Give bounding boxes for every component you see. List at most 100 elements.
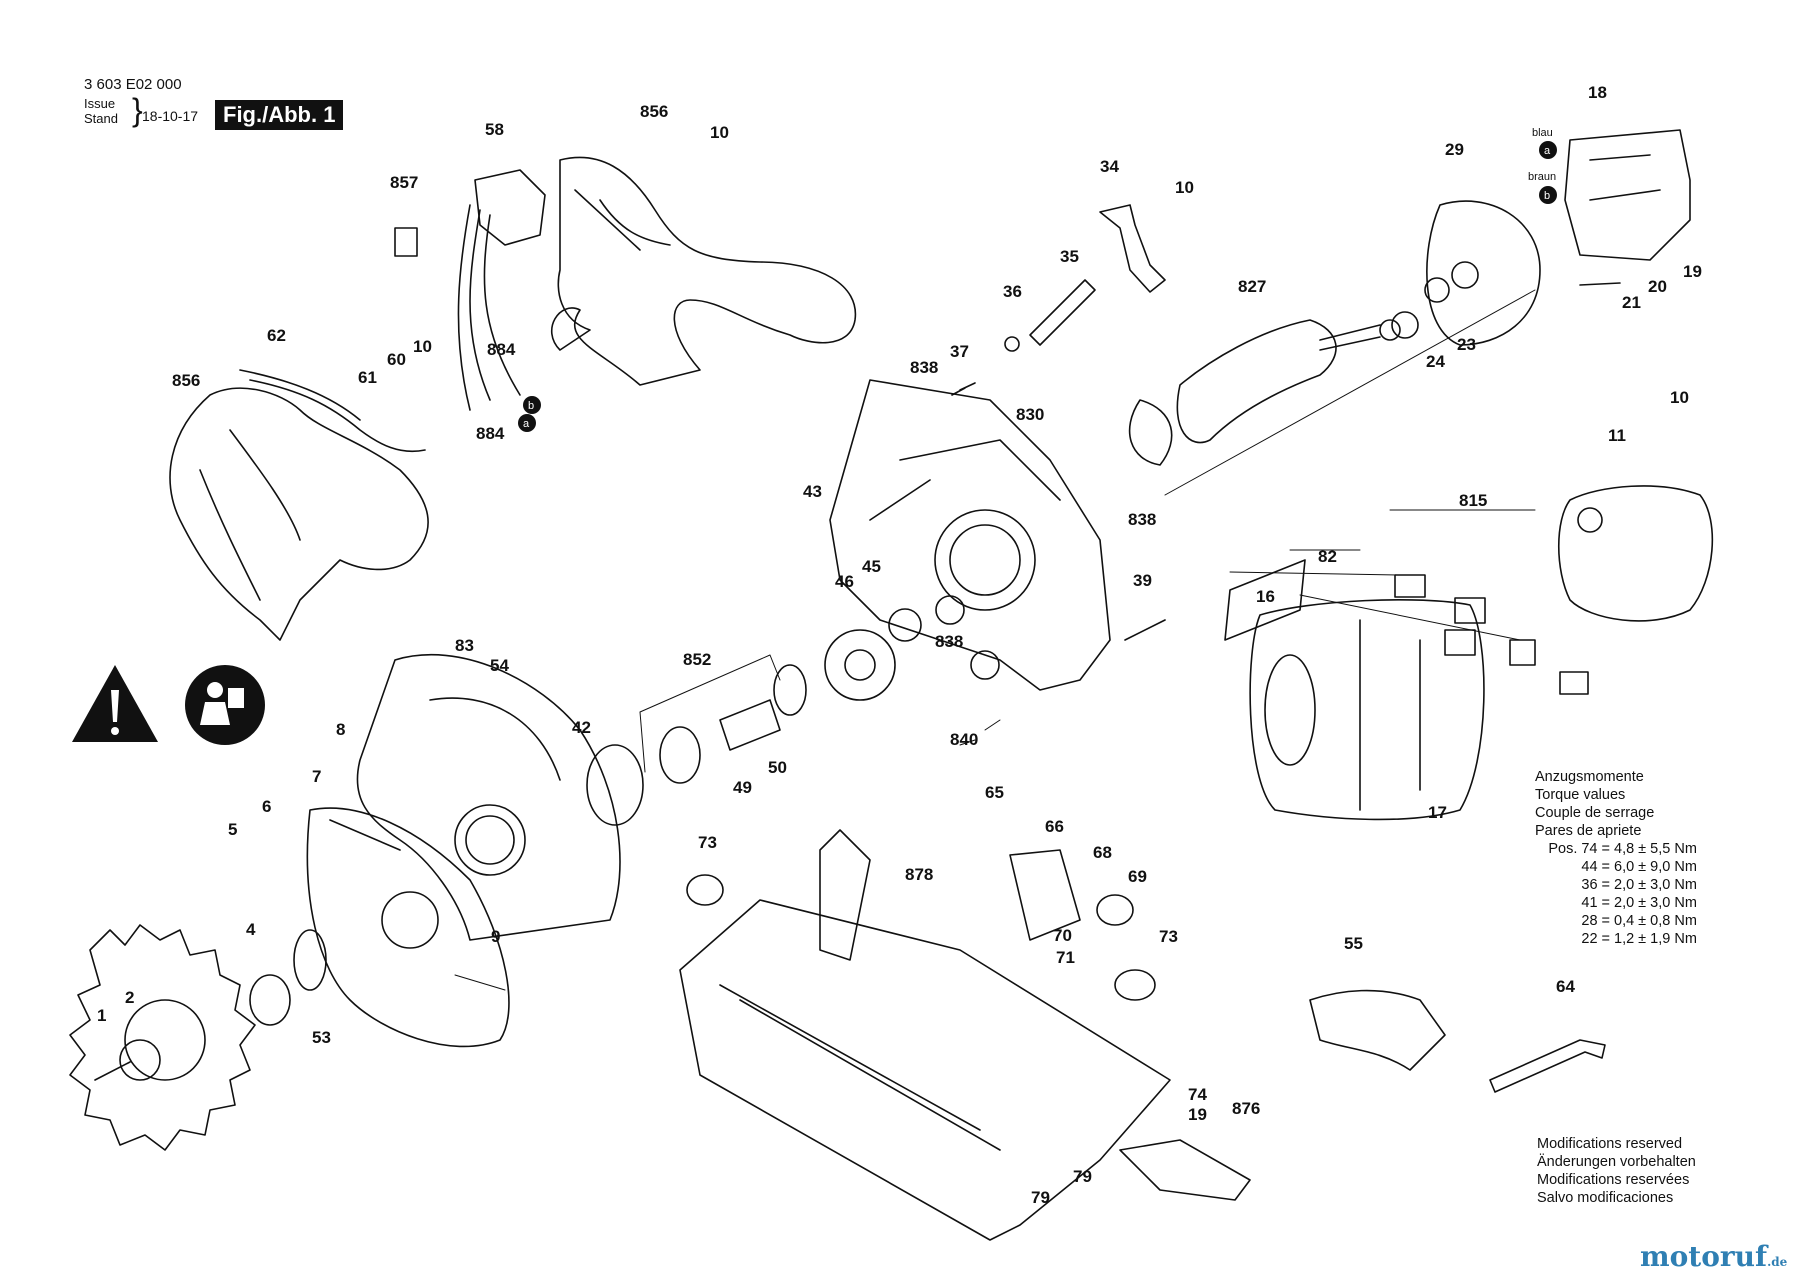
- modifications-note: Modifications reserved Änderungen vorbeh…: [1537, 1135, 1696, 1207]
- torque-row: 22 =1,2 ± 1,9 Nm: [1535, 930, 1697, 948]
- bevel-arc-part: [819, 829, 871, 961]
- flange-4: [249, 974, 291, 1026]
- brush-holder: [1394, 574, 1426, 598]
- cord-marker-a: a: [518, 414, 536, 432]
- part-label-p838b: 838: [1128, 510, 1156, 529]
- part-label-p50: 50: [768, 758, 787, 777]
- torque-row: 28 =0,4 ± 0,8 Nm: [1535, 912, 1697, 930]
- cord-marker-b: b: [523, 396, 541, 414]
- wire-a-letter: a: [1544, 145, 1551, 157]
- part-label-p19b: 19: [1188, 1105, 1207, 1124]
- part-label-p23: 23: [1457, 335, 1476, 354]
- part-label-p73a: 73: [698, 833, 717, 852]
- part-label-p884b: 884: [476, 424, 505, 443]
- part-label-p43: 43: [803, 482, 822, 501]
- torque-position: 41 =: [1581, 895, 1610, 911]
- torque-position: 44 =: [1581, 859, 1610, 875]
- part-label-p37: 37: [950, 342, 969, 361]
- saw-blade-part: [69, 924, 256, 1151]
- part-label-p20: 20: [1648, 277, 1667, 296]
- torque-position: 28 =: [1581, 913, 1610, 929]
- wire-a-color-label: blau: [1532, 127, 1553, 139]
- part-label-p2: 2: [125, 988, 134, 1007]
- part-label-p6: 6: [262, 797, 271, 816]
- screw-21: [1579, 282, 1621, 286]
- knob-73b: [1114, 969, 1156, 1001]
- torque-row: 36 =2,0 ± 3,0 Nm: [1535, 876, 1697, 894]
- part-label-p856b: 856: [172, 371, 200, 390]
- connector-857: [394, 227, 418, 257]
- wire-marker-a: a blau: [1532, 127, 1557, 159]
- washer-24: [1424, 277, 1450, 303]
- top-handle-part: [550, 156, 857, 386]
- part-label-p54: 54: [490, 656, 509, 675]
- part-label-p19a: 19: [1683, 262, 1702, 281]
- retaining-ring: [773, 664, 807, 716]
- motor-housing-part: [1249, 599, 1485, 821]
- part-label-p60: 60: [387, 350, 406, 369]
- flange-42: [586, 744, 644, 826]
- brush-housing-part: [1558, 485, 1714, 622]
- part-label-p70: 70: [1053, 926, 1072, 945]
- part-label-p838a: 838: [910, 358, 938, 377]
- cord-a-letter: a: [523, 418, 530, 430]
- upper-guard-part: [356, 654, 621, 941]
- part-label-p8: 8: [336, 720, 345, 739]
- gear-housing-part: [829, 379, 1111, 691]
- lever-part: [1099, 204, 1166, 293]
- part-label-p29: 29: [1445, 140, 1464, 159]
- brand-tld: .de: [1767, 1255, 1788, 1269]
- circlip-53: [293, 929, 327, 991]
- wire-b-letter: b: [1544, 190, 1550, 202]
- torque-value: 1,2 ± 1,9 Nm: [1614, 931, 1697, 947]
- part-label-p10b: 10: [1175, 178, 1194, 197]
- part-label-p815: 815: [1459, 491, 1487, 510]
- bearing-45: [888, 608, 922, 642]
- bushing-9: [454, 804, 526, 876]
- wire-marker-b: b braun: [1528, 171, 1557, 204]
- part-label-p36: 36: [1003, 282, 1022, 301]
- part-label-p58: 58: [485, 120, 504, 139]
- part-label-p82: 82: [1318, 547, 1337, 566]
- fan-part: [1128, 399, 1173, 466]
- label-82: [1224, 559, 1306, 641]
- part-label-p16: 16: [1256, 587, 1275, 606]
- part-label-p45: 45: [862, 557, 881, 576]
- bolt-1: [94, 1061, 131, 1081]
- part-label-p65: 65: [985, 783, 1004, 802]
- part-label-p11: 11: [1608, 426, 1626, 445]
- torque-value: 0,4 ± 0,8 Nm: [1614, 913, 1697, 929]
- part-label-p62: 62: [267, 326, 286, 345]
- cord-b-letter: b: [528, 400, 534, 412]
- part-label-p21: 21: [1622, 293, 1641, 312]
- part-label-p884a: 884: [487, 340, 516, 359]
- warning-triangle-icon: [72, 665, 158, 742]
- part-label-p830: 830: [1016, 405, 1044, 424]
- torque-title-es: Pares de apriete: [1535, 823, 1642, 839]
- part-label-p73b: 73: [1159, 927, 1178, 946]
- torque-title-en: Torque values: [1535, 787, 1626, 803]
- figure-label: Fig./Abb. 1: [215, 100, 344, 130]
- part-label-p42: 42: [572, 718, 591, 737]
- part-label-p79b: 79: [1031, 1188, 1050, 1207]
- torque-position: 36 =: [1581, 877, 1610, 893]
- bush-840: [970, 650, 1000, 680]
- part-label-p79a: 79: [1073, 1167, 1092, 1186]
- part-label-p74: 74: [1188, 1085, 1207, 1104]
- part-label-p34: 34: [1100, 157, 1119, 176]
- issue-date: 18-10-17: [142, 108, 199, 124]
- part-label-p10c: 10: [413, 337, 432, 356]
- brand-watermark: motoruf.de: [1640, 1240, 1787, 1273]
- torque-value: 2,0 ± 3,0 Nm: [1614, 895, 1697, 911]
- part-label-p7: 7: [312, 767, 321, 786]
- mod-line-de: Änderungen vorbehalten: [1537, 1154, 1696, 1170]
- part-label-p876: 876: [1232, 1099, 1260, 1118]
- torque-title-fr: Couple de serrage: [1535, 805, 1655, 821]
- torque-position: 22 =: [1581, 931, 1610, 947]
- read-manual-icon: [185, 665, 265, 745]
- part-label-p71: 71: [1056, 948, 1075, 967]
- washer-36: [1004, 336, 1020, 352]
- bearing-852: [659, 726, 701, 784]
